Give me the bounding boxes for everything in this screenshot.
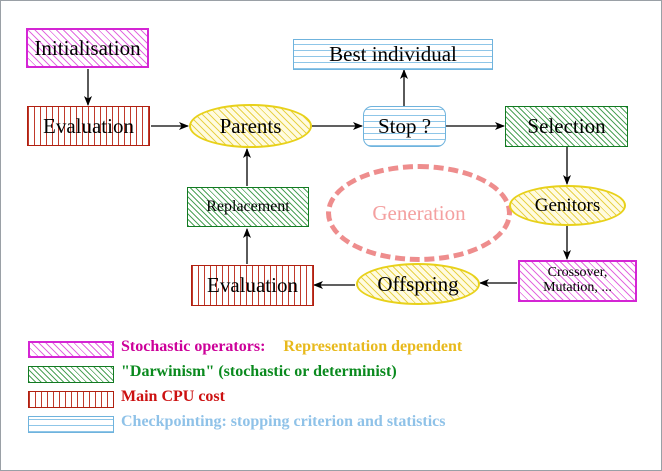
- node-initialisation[interactable]: Initialisation: [26, 28, 149, 68]
- node-replacement[interactable]: Replacement: [187, 187, 309, 227]
- legend-label-checkpointing: Checkpointing: stopping criterion and st…: [121, 413, 446, 430]
- legend-swatch-magenta-diagonal-hatch: [28, 341, 114, 358]
- node-genitors[interactable]: Genitors: [509, 185, 626, 226]
- legend-label-stochastic-text: Stochastic operators:: [121, 338, 266, 355]
- node-initialisation-label: Initialisation: [34, 35, 141, 60]
- legend-row-stochastic: Stochastic operators: Representation dep…: [1, 338, 661, 366]
- generation-cycle-label: Generation: [326, 164, 512, 262]
- legend-swatch-blue-horizontal-hatch: [28, 416, 114, 433]
- legend-swatch-green-diagonal-hatch: [28, 366, 114, 383]
- node-selection[interactable]: Selection: [505, 106, 628, 147]
- node-best-individual[interactable]: Best individual: [293, 39, 493, 70]
- legend-row-cpu-cost: Main CPU cost: [1, 388, 661, 416]
- node-crossover-label-line2: Mutation, ...: [543, 280, 612, 295]
- legend-label-darwinism: "Darwinism" (stochastic or determinist): [121, 363, 397, 380]
- legend: Stochastic operators: Representation dep…: [1, 338, 661, 441]
- legend-row-darwinism: "Darwinism" (stochastic or determinist): [1, 363, 661, 391]
- node-evaluation-bottom[interactable]: Evaluation: [191, 265, 314, 306]
- node-evaluation-top[interactable]: Evaluation: [27, 106, 150, 146]
- node-selection-label: Selection: [527, 114, 606, 139]
- node-parents-label: Parents: [219, 113, 282, 138]
- legend-swatch-red-vertical-hatch: [28, 391, 114, 408]
- node-offspring-label: Offspring: [377, 271, 459, 296]
- node-best-individual-label: Best individual: [329, 42, 457, 67]
- node-crossover-label-line1: Crossover,: [547, 265, 608, 281]
- node-genitors-label: Genitors: [534, 194, 601, 216]
- legend-label-representation-text: Representation dependent: [283, 338, 463, 355]
- node-stop-label: Stop ?: [377, 114, 432, 139]
- legend-row-checkpointing: Checkpointing: stopping criterion and st…: [1, 413, 661, 441]
- node-offspring[interactable]: Offspring: [356, 263, 480, 305]
- legend-label-cpu-cost: Main CPU cost: [121, 388, 225, 405]
- node-replacement-label: Replacement: [206, 197, 290, 215]
- node-evaluation-top-label: Evaluation: [43, 113, 134, 138]
- node-evaluation-bottom-label: Evaluation: [207, 273, 298, 298]
- node-parents[interactable]: Parents: [189, 104, 312, 148]
- legend-label-stochastic: Stochastic operators: Representation dep…: [121, 338, 462, 356]
- generation-text: Generation: [372, 200, 466, 225]
- node-crossover-mutation[interactable]: Crossover, Mutation, ...: [518, 260, 637, 302]
- node-stop-decision[interactable]: Stop ?: [363, 106, 446, 147]
